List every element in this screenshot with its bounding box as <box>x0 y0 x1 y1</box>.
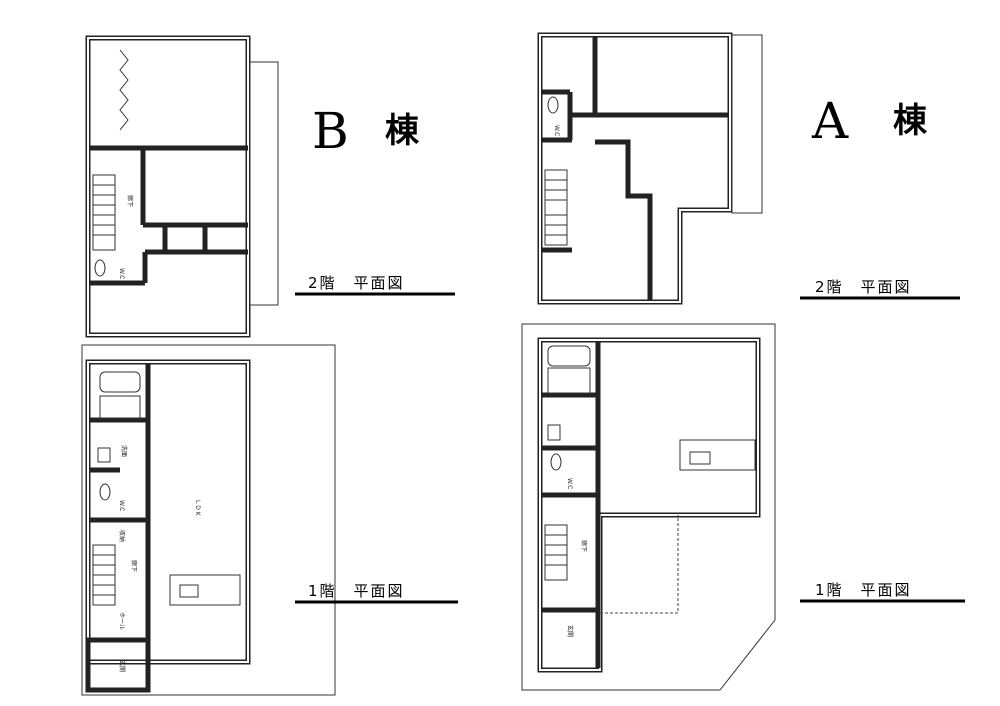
room-label: 洗面 <box>120 445 128 457</box>
building-a-letter: A <box>811 92 849 150</box>
shower-area <box>547 367 591 394</box>
stairs <box>92 544 116 606</box>
kitchen-counter <box>679 439 756 471</box>
room-label: ホール <box>118 612 125 630</box>
lot-boundary <box>81 344 336 696</box>
kitchen-counter <box>169 574 241 606</box>
stairs <box>544 169 568 246</box>
building-a-suffix: 棟 <box>893 101 928 141</box>
sink-icon <box>97 447 111 463</box>
lot-boundary <box>521 323 776 691</box>
room-label: W.C <box>118 500 125 511</box>
b-floor2-caption: 2階 平面図 <box>308 274 405 292</box>
b-floor1-plan: L D K 洗面 W.C 収納 廊下 ホール 玄関 <box>81 344 336 696</box>
room-label: 廊下 <box>580 540 588 552</box>
room-label: W.C <box>553 125 560 136</box>
room-label: W.C <box>118 268 125 279</box>
room-label: W.C <box>566 478 573 489</box>
b-floor2-plan: W.C 廊下 <box>85 35 279 338</box>
toilet-icon <box>99 483 111 501</box>
stairs <box>92 174 116 251</box>
room-label: 収納 <box>118 530 126 542</box>
balcony <box>249 61 279 306</box>
room-label: 玄関 <box>566 625 574 637</box>
bathtub-icon <box>99 371 141 393</box>
closet-doors <box>119 49 129 131</box>
room-label: L D K <box>194 500 201 517</box>
balcony <box>731 34 763 214</box>
room-label: 廊下 <box>130 560 138 572</box>
bathtub-icon <box>547 345 591 367</box>
b-floor1-caption: 1階 平面図 <box>308 582 405 600</box>
toilet-icon <box>547 96 559 114</box>
a-floor2-plan: W.C <box>537 32 763 305</box>
room-label: 玄関 <box>118 660 126 672</box>
sink-icon <box>547 424 561 441</box>
dashed-room-boundary <box>600 515 679 614</box>
building-b-letter: B <box>312 102 349 160</box>
kitchen-sink-icon <box>179 584 199 598</box>
shower-area <box>99 395 141 419</box>
a-floor2-caption: 2階 平面図 <box>815 278 912 296</box>
stairs <box>544 524 568 581</box>
a-floor1-caption: 1階 平面図 <box>815 581 912 599</box>
building-b-suffix: 棟 <box>385 111 420 151</box>
a-floor1-plan: W.C 廊下 玄関 <box>521 323 776 691</box>
toilet-icon <box>550 453 562 471</box>
toilet-icon <box>94 259 106 277</box>
room-label: 廊下 <box>126 195 134 207</box>
kitchen-sink-icon <box>689 451 711 465</box>
